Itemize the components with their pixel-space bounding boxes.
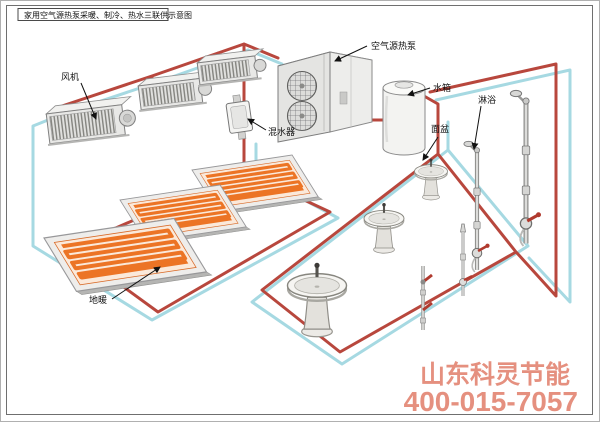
heat-pump-fan-top	[286, 70, 318, 102]
label-water-mixer: 混水器	[268, 126, 295, 137]
water-tank	[382, 80, 426, 156]
callout-fan-coil: 风机	[61, 71, 97, 120]
fan-grille	[49, 108, 117, 141]
diagram-title: 家用空气源热泵采暖、制冷、热水三联供示意图	[24, 10, 192, 20]
callout-heat-pump: 空气源热泵	[334, 40, 416, 62]
fan-end-cap	[253, 58, 267, 72]
fan-grille	[141, 81, 196, 107]
nameplate	[339, 91, 348, 105]
water-mixer-box	[225, 94, 254, 140]
callout-water-tank: 水箱	[407, 82, 451, 97]
callouts: 风机 空气源热泵 水箱 混水器 面盆 淋浴 地暖	[61, 40, 496, 305]
callout-floor-heating: 地暖	[89, 266, 161, 305]
label-floor-heating: 地暖	[89, 294, 107, 305]
title-box: 家用空气源热泵采暖、制冷、热水三联供示意图	[17, 8, 192, 21]
fan-grille	[200, 59, 251, 82]
label-water-tank: 水箱	[433, 82, 451, 93]
riser-valve-1	[459, 223, 473, 296]
label-wash-basin: 面盆	[431, 123, 449, 134]
callout-water-mixer: 混水器	[247, 118, 295, 137]
fan-coil-unit-3	[195, 48, 267, 88]
riser-valve-2	[420, 266, 433, 330]
watermark-company: 山东科灵节能	[420, 360, 570, 389]
label-heat-pump: 空气源热泵	[371, 40, 416, 51]
watermark-phone: 400-015-7057	[404, 386, 578, 417]
fan-coil-unit-1	[45, 96, 136, 146]
watermark: 山东科灵节能 400-015-7057	[404, 360, 578, 417]
callout-shower: 淋浴	[471, 94, 496, 150]
heat-pump-unit	[277, 51, 373, 143]
drawing-frame	[6, 5, 593, 415]
label-fan-coil: 风机	[61, 71, 79, 82]
label-shower: 淋浴	[478, 94, 496, 105]
heat-pump-fan-bottom	[286, 100, 318, 132]
callout-wash-basin: 面盆	[422, 123, 449, 161]
